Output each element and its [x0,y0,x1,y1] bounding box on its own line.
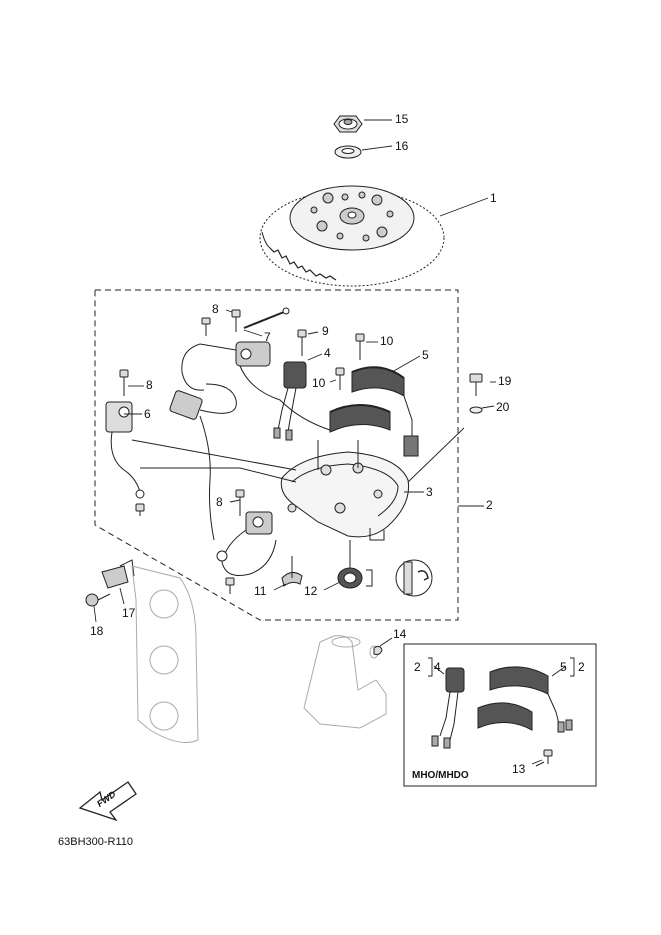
crankcase-outline [131,565,387,743]
bolt-part-19 [469,373,483,396]
screw-part-18 [85,593,111,607]
callout-8-left: 8 [146,378,153,392]
callout-9: 9 [322,324,329,338]
callout-14: 14 [393,627,407,641]
callout-13: 13 [512,762,526,776]
callout-12: 12 [304,584,318,598]
inset-callout-4: 4 [434,660,441,674]
stator-assembly-box [94,289,459,621]
callout-8-top: 8 [212,302,219,316]
flywheel-part-1 [259,185,445,287]
callout-7: 7 [264,330,271,344]
callout-6: 6 [144,407,151,421]
nut-part-15 [333,115,363,133]
callout-1: 1 [490,191,497,205]
base-plate-part-3 [280,440,410,541]
washer-part-16 [334,145,362,159]
callout-8-lower: 8 [216,495,223,509]
stator-coil-part-5 [329,366,419,457]
leader-lines [93,119,575,765]
cdi-unit-part-6 [105,401,145,499]
callout-16: 16 [395,139,409,153]
callout-17: 17 [122,606,136,620]
inset-title: MHO/MHDO [412,770,469,781]
callout-3: 3 [426,485,433,499]
callout-20: 20 [496,400,510,414]
inset-callout-5: 5 [560,660,567,674]
oil-seal-part-12 [337,540,433,597]
callout-11: 11 [254,584,267,598]
pulser-coil-part-4 [273,361,307,441]
callout-19: 19 [498,374,512,388]
lead-wire-part-7 [181,307,331,431]
connector-plug [169,383,237,541]
callout-18: 18 [90,624,104,638]
washer-part-20 [469,406,483,414]
fwd-arrow-icon [78,781,137,822]
inset-callout-2b: 2 [578,660,585,674]
bracket-part-17 [101,559,135,589]
callout-10-right: 10 [380,334,394,348]
diagram-code: 63BH300-R110 [58,836,134,848]
callout-4: 4 [324,346,331,360]
clamp-part-11 [281,556,303,587]
inset-callout-2: 2 [414,660,421,674]
callout-2: 2 [486,498,493,512]
callout-15: 15 [395,112,409,126]
ignition-coil-lower [216,511,277,576]
callout-10-center: 10 [312,376,326,390]
inset-box [403,643,597,787]
key-part-14 [373,645,383,655]
callout-5: 5 [422,348,429,362]
